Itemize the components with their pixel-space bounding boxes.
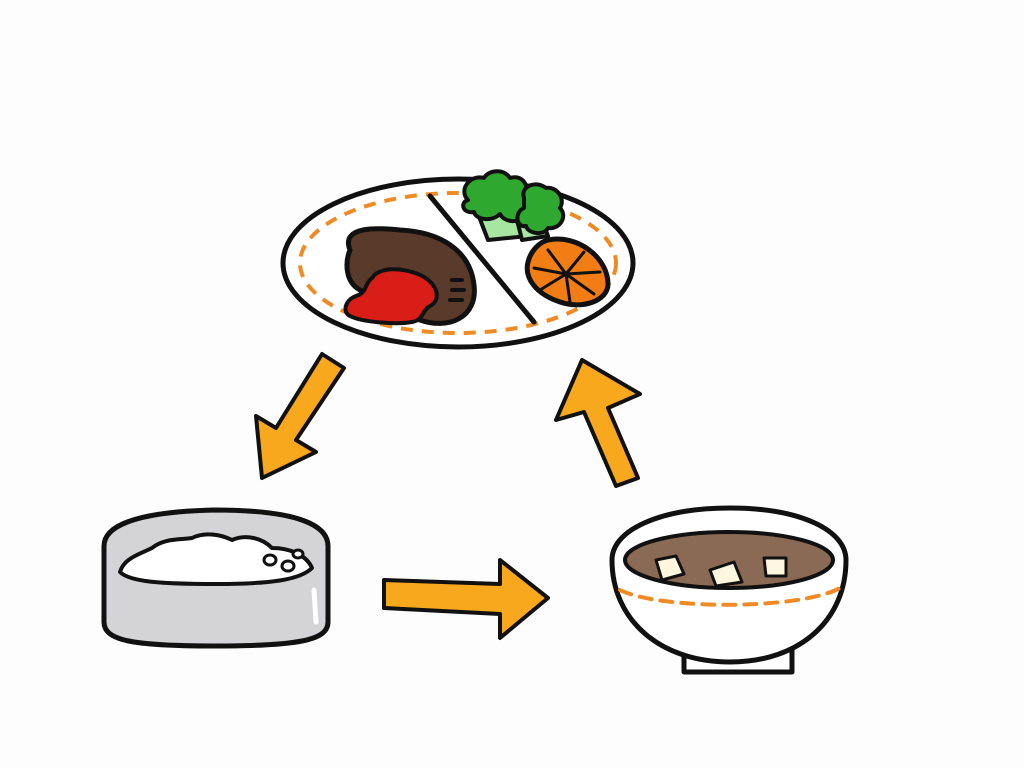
rice-bowl-shine xyxy=(311,587,319,625)
arrow-rice-to-soup xyxy=(382,558,550,640)
rice xyxy=(118,532,314,586)
arrow-soup-to-plate xyxy=(554,358,642,488)
tofu-cubes xyxy=(654,554,788,588)
rice-grains xyxy=(262,548,305,573)
miso-soup-bowl-icon xyxy=(609,505,849,675)
orange-slice xyxy=(524,236,611,308)
broccoli xyxy=(461,169,566,242)
plate-dashed-rim xyxy=(298,191,618,335)
hamburg-steak-plate-icon xyxy=(280,169,636,350)
rice-bowl-icon xyxy=(101,507,331,649)
grill-marks xyxy=(448,278,466,302)
soup-bowl-dashed-band xyxy=(618,586,842,607)
arrow-plate-to-rice xyxy=(254,352,346,480)
orange-segments xyxy=(532,248,602,304)
steak-sauce xyxy=(343,267,439,326)
plate-divider xyxy=(427,193,537,325)
